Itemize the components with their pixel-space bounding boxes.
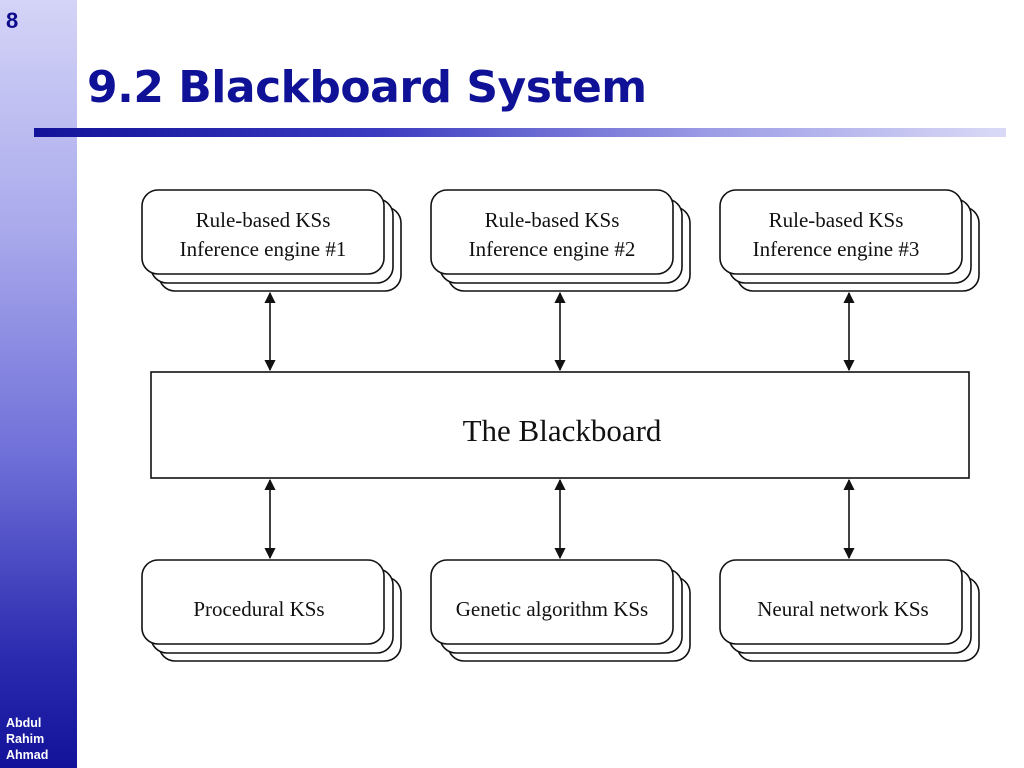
author-name: Abdul Rahim Ahmad [6, 715, 48, 763]
slide-title: 9.2 Blackboard System [87, 62, 647, 113]
bottom-node-1: Procedural KSs [141, 559, 402, 662]
top-node-1: Rule-based KSs Inference engine #1 [141, 189, 402, 292]
top-node-2-line2: Inference engine #2 [469, 237, 636, 261]
bottom-node-1-label: Procedural KSs [193, 597, 324, 621]
bottom-node-3: Neural network KSs [719, 559, 980, 662]
top-node-3-line1: Rule-based KSs [769, 208, 904, 232]
bottom-node-2-label: Genetic algorithm KSs [456, 597, 648, 621]
slide-number: 8 [6, 8, 19, 33]
bottom-node-2: Genetic algorithm KSs [430, 559, 691, 662]
blackboard-label: The Blackboard [463, 413, 662, 448]
bottom-node-3-label: Neural network KSs [757, 597, 928, 621]
top-node-2: Rule-based KSs Inference engine #2 [430, 189, 691, 292]
author-line-2: Rahim [6, 732, 45, 746]
top-node-1-line2: Inference engine #1 [180, 237, 347, 261]
title-underline [34, 128, 1006, 137]
top-node-2-line1: Rule-based KSs [485, 208, 620, 232]
top-node-3: Rule-based KSs Inference engine #3 [719, 189, 980, 292]
top-node-1-line1: Rule-based KSs [196, 208, 331, 232]
top-node-3-line2: Inference engine #3 [753, 237, 920, 261]
blackboard-box: The Blackboard [150, 371, 970, 479]
author-line-1: Abdul [6, 716, 42, 730]
author-line-3: Ahmad [6, 748, 49, 762]
